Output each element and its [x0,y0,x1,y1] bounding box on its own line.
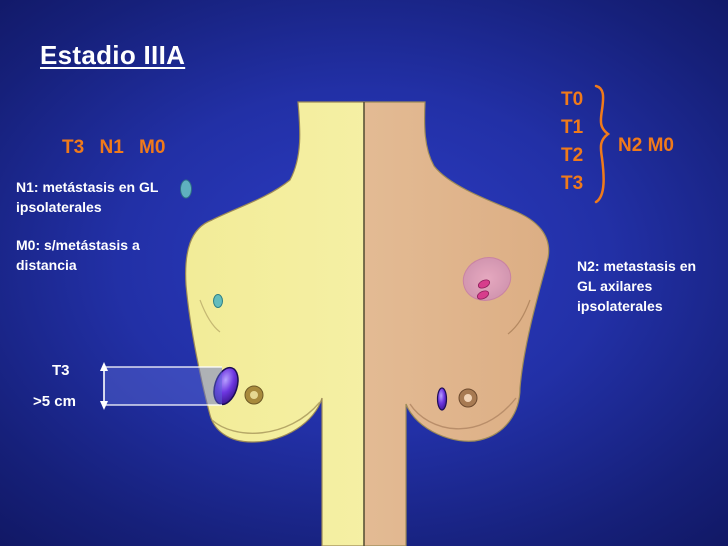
stage-brace [594,84,611,204]
t-stage-item: T2 [561,145,584,166]
left-stage-label: T3 N1 M0 [62,137,175,159]
tumor-size-indicator [100,362,222,410]
left-stage-n: N1 [99,137,124,158]
right-t-stage-list: T0 T1 T2 T3 [561,86,583,198]
axillary-node-left [213,294,223,308]
axillary-node-right-2 [476,290,490,300]
axillary-region-right [462,257,512,301]
m0-note: M0: s/metástasis a distancia [16,237,140,273]
n1-legend-node [180,179,192,199]
n2-note: N2: metastasis en GL axilares ipsolatera… [577,258,697,314]
tumor-size-value: >5 cm [33,393,76,410]
tumor-right [436,387,448,411]
t-stage-item: T3 [561,173,584,194]
tumor-left [213,366,239,406]
slide-title: Estadio IIIA [40,40,186,70]
tumor-size-label: T3 [52,362,70,379]
right-n-stage: N2 M0 [618,135,674,156]
nipple-left [244,385,264,405]
nipple-right [458,388,478,408]
t-stage-item: T0 [561,89,584,110]
t-stage-item: T1 [561,117,584,138]
left-stage-m: M0 [139,137,166,158]
n1-note: N1: metástasis en GL ipsolaterales [16,179,159,215]
left-stage-t: T3 [62,137,85,158]
axillary-node-right-1 [477,279,491,289]
